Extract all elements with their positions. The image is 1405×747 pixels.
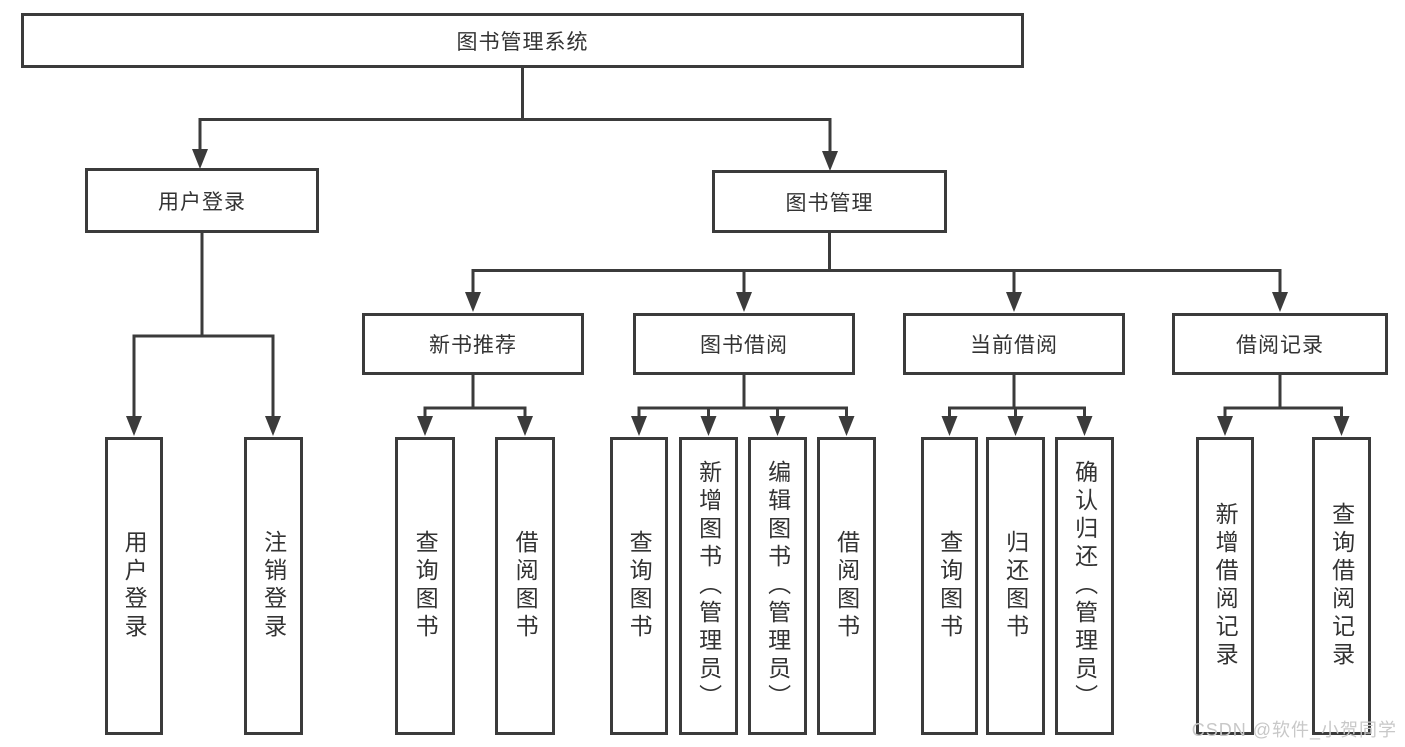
node-current-borrow: 当前借阅 bbox=[903, 313, 1125, 375]
node-root-label: 图书管理系统 bbox=[456, 30, 589, 54]
leaf-confirm-return-admin: 确认归还（管理员） bbox=[1055, 437, 1114, 735]
node-new-book-recommend: 新书推荐 bbox=[362, 313, 584, 375]
node-book-borrow-label: 图书借阅 bbox=[700, 334, 788, 357]
connector-root-to-level2 bbox=[192, 66, 838, 171]
leaf-confirm-return-admin-label: 确认归还（管理员） bbox=[1071, 460, 1098, 712]
connector-new-book-recommend-to-leaves bbox=[417, 373, 533, 436]
leaf-logout-label: 注销登录 bbox=[260, 530, 287, 642]
node-current-borrow-label: 当前借阅 bbox=[970, 334, 1058, 357]
node-root: 图书管理系统 bbox=[21, 13, 1024, 68]
leaf-user-login: 用户登录 bbox=[105, 437, 163, 735]
leaf-return-book: 归还图书 bbox=[986, 437, 1045, 735]
leaf-logout: 注销登录 bbox=[244, 437, 303, 735]
leaf-edit-book-admin: 编辑图书（管理员） bbox=[748, 437, 807, 735]
leaf-query-books-borrow: 查询图书 bbox=[610, 437, 668, 735]
leaf-edit-book-admin-label: 编辑图书（管理员） bbox=[764, 460, 791, 712]
leaf-return-book-label: 归还图书 bbox=[1002, 530, 1029, 642]
connector-borrow-records-to-leaves bbox=[1217, 373, 1350, 436]
leaf-query-books-borrow-label: 查询图书 bbox=[626, 530, 653, 642]
leaf-query-borrow-record: 查询借阅记录 bbox=[1312, 437, 1371, 735]
connector-user-login-to-leaves bbox=[126, 231, 281, 436]
leaf-borrow-books-recommend-label: 借阅图书 bbox=[512, 530, 539, 642]
node-book-borrow: 图书借阅 bbox=[633, 313, 855, 375]
node-user-login: 用户登录 bbox=[85, 168, 319, 233]
leaf-query-borrow-record-label: 查询借阅记录 bbox=[1328, 502, 1355, 670]
leaf-add-borrow-record: 新增借阅记录 bbox=[1196, 437, 1254, 735]
leaf-query-books-recommend-label: 查询图书 bbox=[412, 530, 439, 642]
leaf-add-book-admin-label: 新增图书（管理员） bbox=[695, 460, 722, 712]
leaf-query-books-current-label: 查询图书 bbox=[936, 530, 963, 642]
leaf-borrow-books: 借阅图书 bbox=[817, 437, 876, 735]
leaf-borrow-books-label: 借阅图书 bbox=[833, 530, 860, 642]
leaf-borrow-books-recommend: 借阅图书 bbox=[495, 437, 555, 735]
leaf-user-login-label: 用户登录 bbox=[121, 530, 148, 642]
node-book-management-label: 图书管理 bbox=[785, 191, 874, 215]
leaf-add-borrow-record-label: 新增借阅记录 bbox=[1212, 502, 1239, 670]
leaf-add-book-admin: 新增图书（管理员） bbox=[679, 437, 738, 735]
connector-book-borrow-to-leaves bbox=[631, 373, 855, 436]
node-user-login-label: 用户登录 bbox=[158, 190, 246, 214]
leaf-query-books-recommend: 查询图书 bbox=[395, 437, 455, 735]
leaf-query-books-current: 查询图书 bbox=[921, 437, 978, 735]
node-borrow-records-label: 借阅记录 bbox=[1236, 334, 1324, 357]
node-book-management: 图书管理 bbox=[712, 170, 947, 233]
node-new-book-recommend-label: 新书推荐 bbox=[429, 334, 517, 357]
connector-current-borrow-to-leaves bbox=[941, 373, 1093, 436]
connector-book-management-to-level3 bbox=[465, 231, 1288, 312]
watermark-text: CSDN @软件_小贺同学 bbox=[1191, 720, 1397, 740]
node-borrow-records: 借阅记录 bbox=[1172, 313, 1388, 375]
